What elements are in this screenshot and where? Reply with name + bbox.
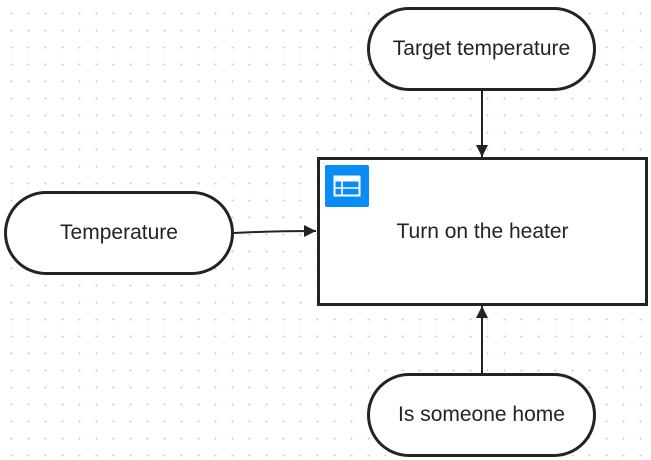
table-icon: [325, 165, 369, 207]
node-is-someone-home[interactable]: Is someone home: [367, 373, 596, 457]
node-target-temperature[interactable]: Target temperature: [367, 7, 596, 91]
node-label: Is someone home: [398, 403, 565, 426]
node-temperature[interactable]: Temperature: [4, 191, 234, 275]
node-label: Temperature: [60, 221, 178, 244]
connector-temperature-to-heater[interactable]: [233, 225, 317, 238]
node-turn-on-heater[interactable]: Turn on the heater: [317, 157, 648, 306]
node-label: Turn on the heater: [396, 219, 569, 243]
node-label: Target temperature: [392, 37, 571, 60]
